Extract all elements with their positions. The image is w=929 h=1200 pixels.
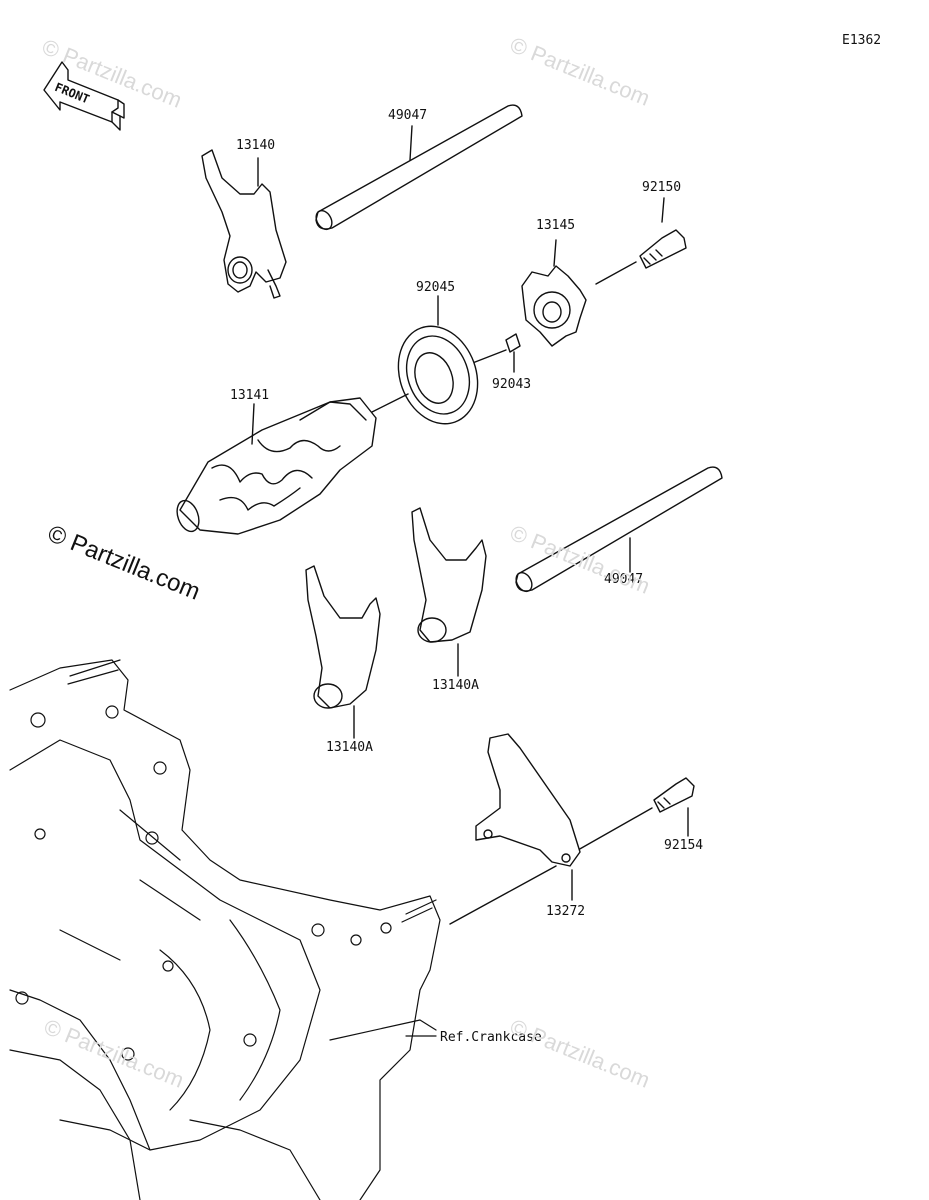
callout-92043: 92043 — [492, 377, 532, 392]
shift-drum-cam-13145 — [521, 239, 587, 347]
callout-92150: 92150 — [642, 180, 682, 195]
callout-92154: 92154 — [664, 838, 704, 853]
callout-13140A-left: 13140A — [326, 740, 373, 755]
shift-rod-49047-top — [315, 104, 523, 231]
shift-fork-13140A-right — [411, 507, 487, 677]
callout-13141: 13141 — [230, 388, 270, 403]
callout-92045: 92045 — [416, 280, 456, 295]
bolt-92154 — [577, 777, 695, 851]
ball-bearing-92045 — [371, 295, 479, 425]
shift-rod-49047-bottom — [515, 466, 723, 593]
callout-49047-bottom: 49047 — [604, 572, 644, 587]
callout-13145: 13145 — [536, 218, 576, 233]
diagram-code: E1362 — [842, 33, 882, 48]
callout-ref-crankcase: Ref.Crankcase — [440, 1030, 542, 1045]
dowel-pin-92043 — [469, 333, 521, 373]
callout-49047-top: 49047 — [388, 108, 428, 123]
shift-fork-13140 — [201, 149, 287, 299]
callout-13140A-right: 13140A — [432, 678, 479, 693]
guide-plate-13272 — [449, 733, 581, 925]
bolt-92150 — [595, 197, 687, 285]
front-arrow-icon — [43, 61, 125, 131]
shift-fork-13140A-left — [305, 565, 381, 739]
shift-drum-13141 — [176, 397, 377, 535]
crankcase-assembly — [9, 659, 441, 1200]
callout-13272: 13272 — [546, 904, 586, 919]
callout-13140: 13140 — [236, 138, 276, 153]
